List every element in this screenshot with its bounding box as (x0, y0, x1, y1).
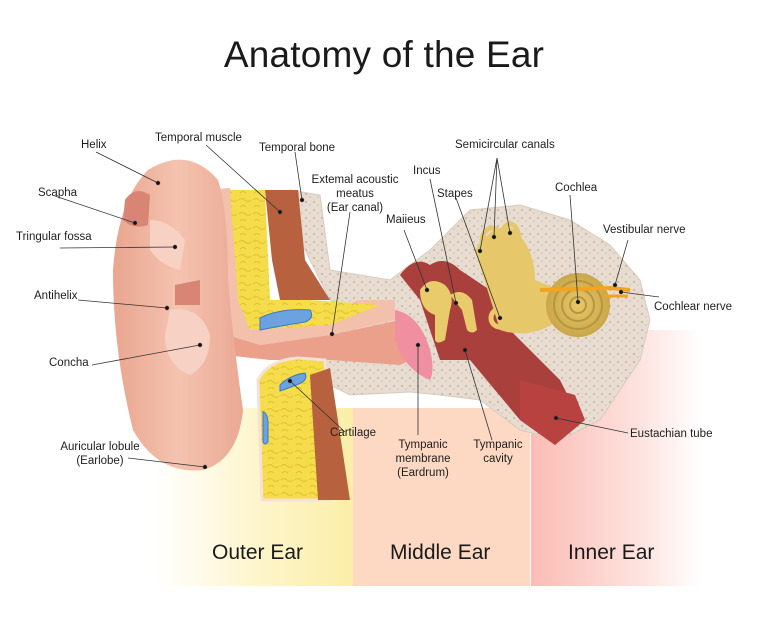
label-tm-line2: membrane (395, 453, 451, 465)
region-label-middle-ear: Middle Ear (390, 541, 491, 564)
label-tympanic-membrane: Tympanic membrane (Eardrum) (388, 438, 458, 480)
lower-cartilage-2 (262, 411, 269, 445)
label-temporal-muscle: Temporal muscle (155, 132, 242, 144)
label-triangular-fossa: Tringular fossa (16, 231, 92, 243)
semicircular-canal-2 (498, 221, 522, 259)
label-tm-line3: (Eardrum) (397, 467, 449, 479)
label-tm-line1: Tympanic (398, 439, 448, 451)
label-cochlea: Cochlea (555, 182, 598, 194)
label-tc-line1: Tympanic (473, 439, 523, 451)
middle-ear-region (353, 408, 530, 586)
label-meatus-line1: Extemal acoustic (311, 174, 399, 186)
label-tympanic-cavity: Tympanic cavity (468, 438, 528, 466)
region-label-inner-ear: Inner Ear (568, 541, 655, 564)
label-scapha: Scapha (38, 187, 78, 199)
label-cartilage: Cartilage (330, 427, 377, 439)
antihelix-shape (175, 280, 200, 305)
label-external-acoustic-meatus: Extemal acoustic meatus (Ear canal) (305, 173, 405, 215)
label-antihelix: Antihelix (34, 290, 78, 302)
tympanic-membrane (395, 310, 433, 380)
label-helix: Helix (81, 139, 107, 151)
leader-lines (54, 144, 660, 470)
label-eustachian-tube: Eustachian tube (630, 428, 713, 440)
label-semicircular-canals: Semicircular canals (455, 139, 555, 151)
label-auricular-lobule: Auricular lobule (Earlobe) (50, 440, 150, 468)
label-lobule-line1: Auricular lobule (60, 441, 140, 453)
label-stapes: Stapes (437, 188, 473, 200)
scapha-shape (123, 191, 150, 227)
upper-cartilage (259, 309, 313, 331)
label-lobule-line2: (Earlobe) (76, 455, 124, 467)
vestibular-nerve (539, 285, 631, 292)
concha-shape (165, 309, 210, 375)
upper-fat (230, 190, 380, 330)
malleus (420, 281, 452, 343)
lower-cartilage-1 (279, 372, 307, 392)
label-malleus: Maiieus (386, 214, 426, 226)
label-meatus-line3: (Ear canal) (326, 202, 384, 214)
region-label-outer-ear: Outer Ear (212, 541, 304, 564)
label-vestibular-nerve: Vestibular nerve (603, 224, 686, 236)
label-incus: Incus (413, 165, 441, 177)
label-temporal-bone: Temporal bone (259, 142, 336, 154)
triangular-fossa-shape (150, 220, 185, 270)
eustachian-tube (520, 380, 585, 445)
ear-canal (210, 320, 430, 365)
label-concha: Concha (49, 357, 89, 369)
label-tc-line2: cavity (483, 453, 513, 465)
cochlea (546, 273, 610, 337)
label-meatus-line2: meatus (336, 188, 374, 200)
temporal-muscle (265, 190, 330, 300)
page-title: Anatomy of the Ear (223, 34, 545, 75)
label-cochlear-nerve: Cochlear nerve (654, 301, 732, 313)
